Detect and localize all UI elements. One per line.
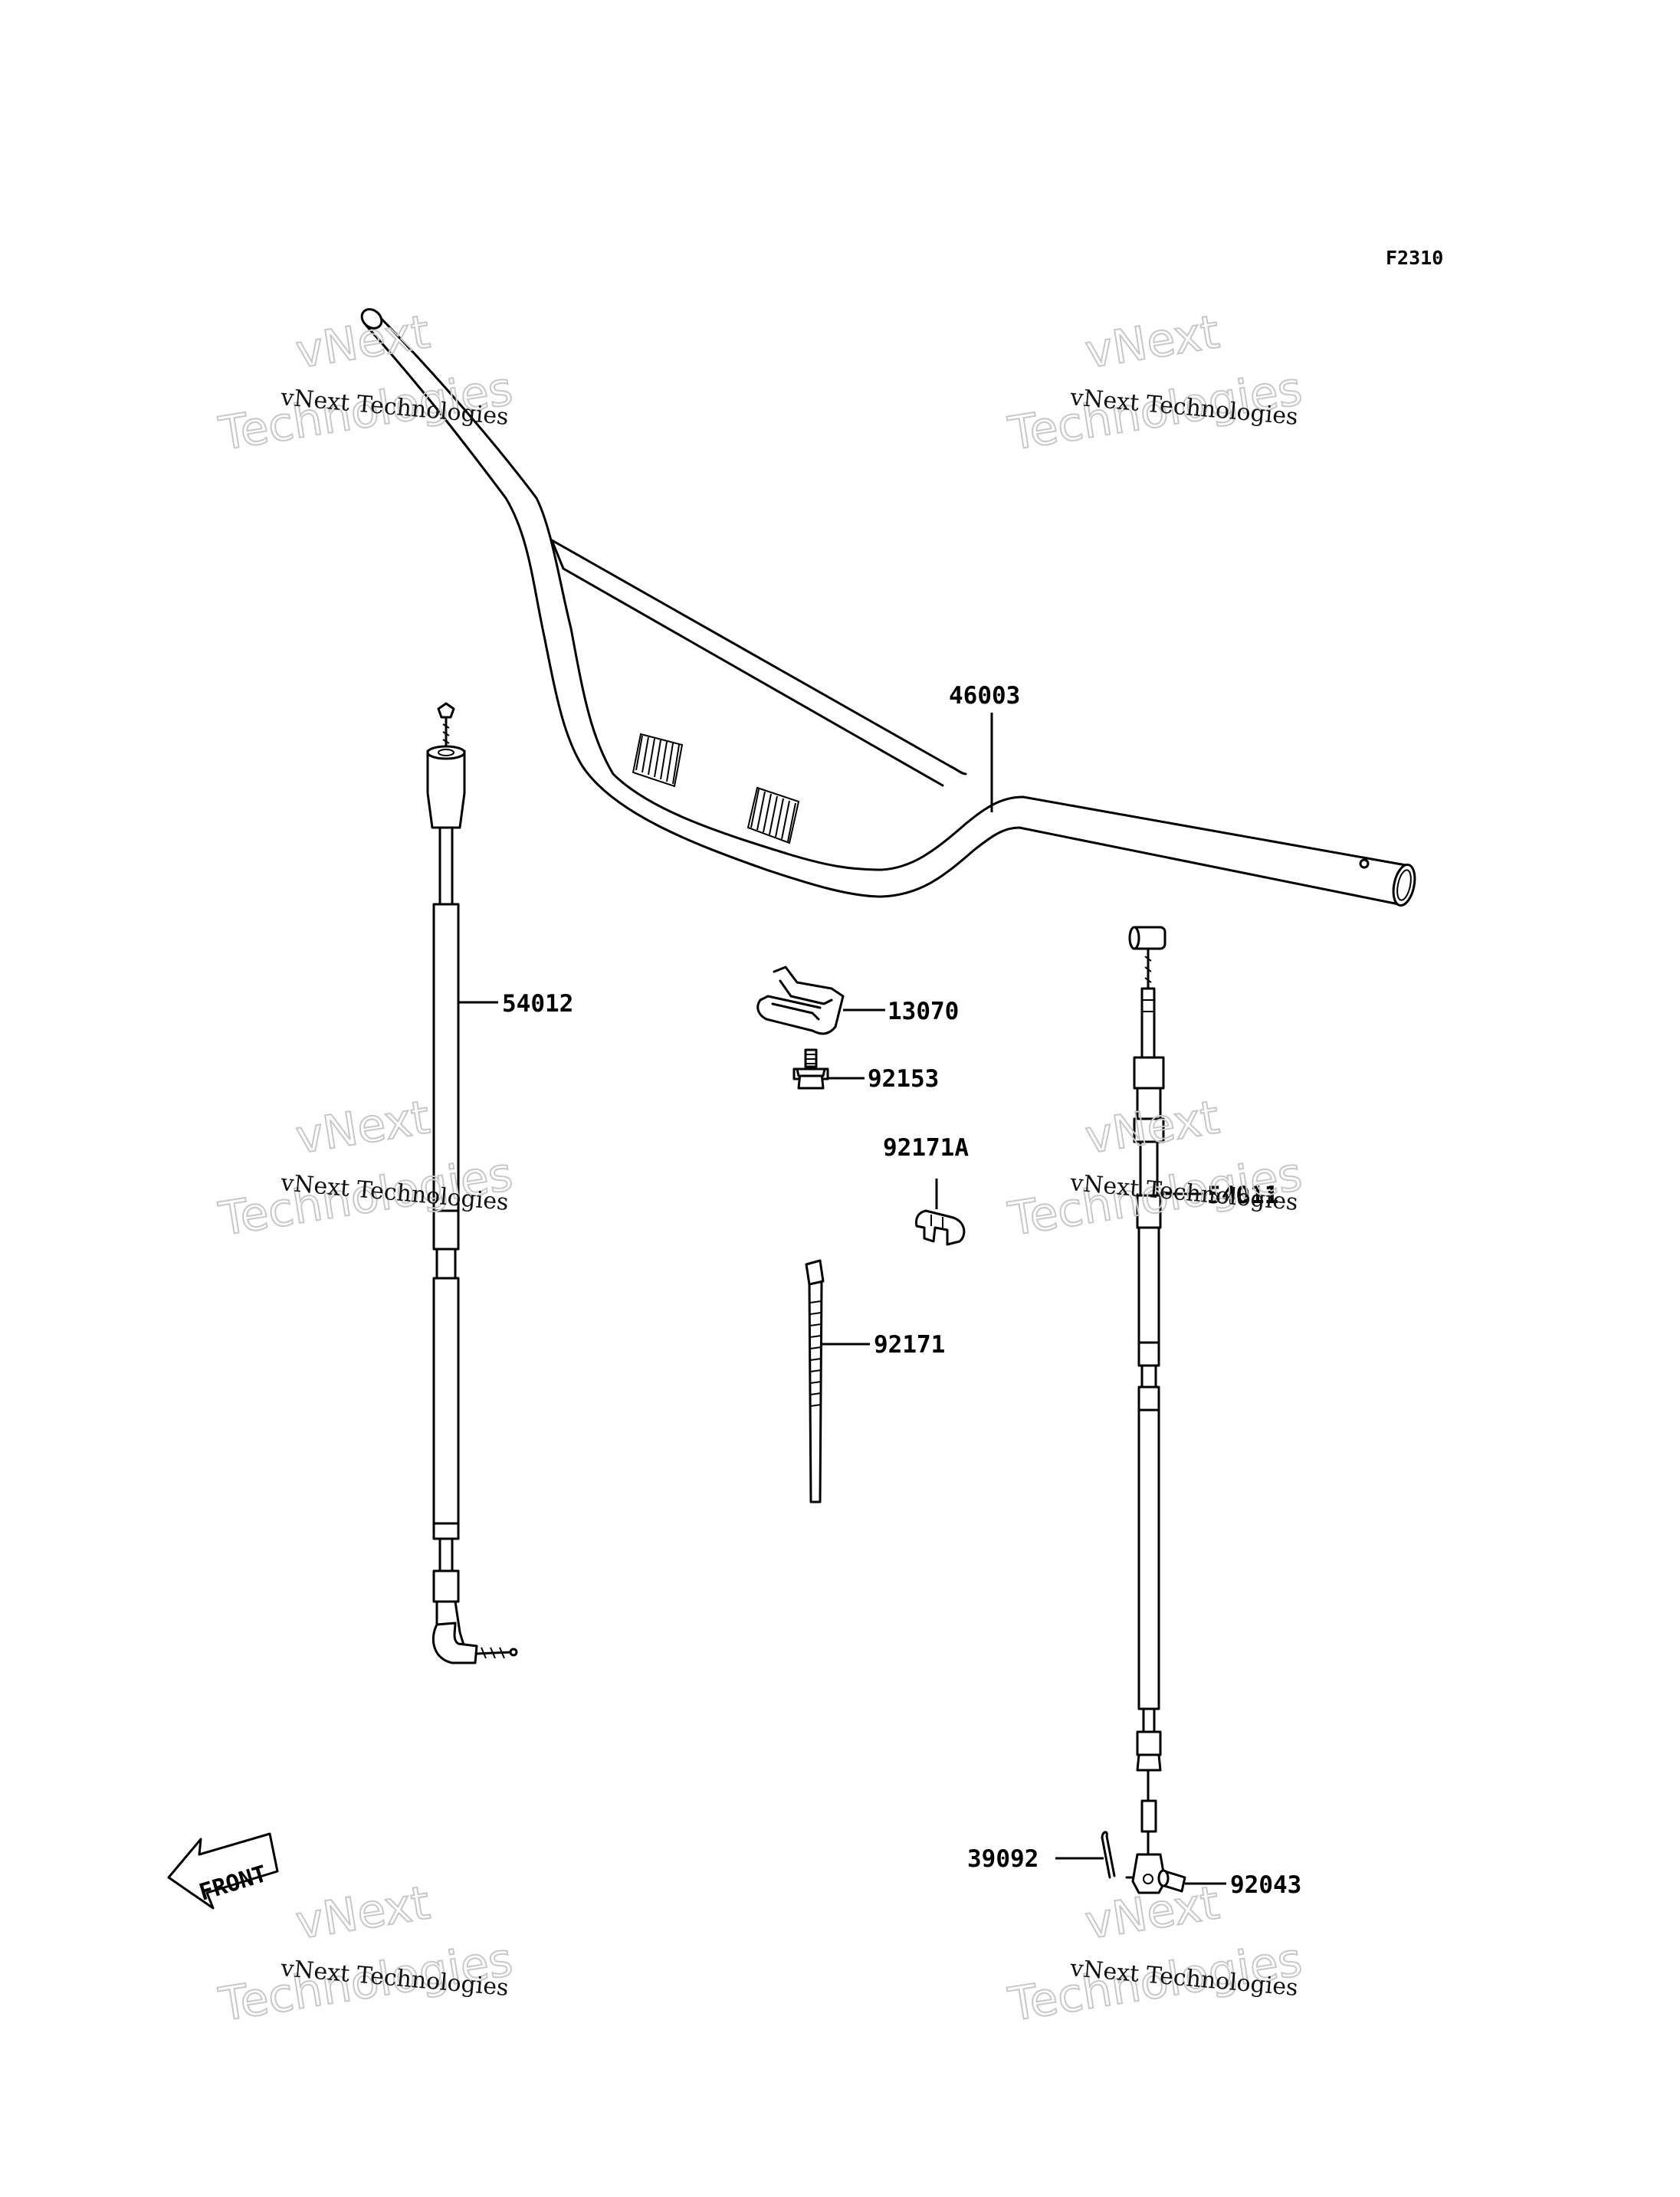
watermark-top-left: vNext Technologies vNext Technologies [215, 304, 517, 462]
holder-part-number: 13070 [888, 998, 959, 1025]
diagram-code: F2310 [1386, 247, 1443, 269]
band-part [805, 1259, 825, 1503]
front-arrow-marker: FRONT [167, 1832, 279, 1910]
svg-text:vNext: vNext [292, 305, 433, 379]
cotter-pin-part-number: 39092 [967, 1845, 1039, 1873]
band-part-number: 92171 [874, 1331, 945, 1359]
bolt-part [792, 1048, 829, 1090]
cotter-pin-part [1101, 1831, 1116, 1879]
clamp-part [915, 1209, 966, 1246]
svg-text:vNext: vNext [292, 1090, 433, 1165]
watermark-top-right: vNext Technologies vNext Technologies [1004, 304, 1307, 462]
bolt-part-number: 92153 [868, 1065, 939, 1093]
pin-part [1157, 1869, 1186, 1893]
handlebar-part [360, 308, 1416, 907]
handlebar-part-number: 46003 [949, 682, 1020, 710]
svg-text:vNext: vNext [1081, 1876, 1222, 1950]
throttle-cable-part [1125, 926, 1166, 1894]
watermark-middle-left: vNext Technologies vNext Technologies [215, 1090, 517, 1248]
clutch-cable-part [426, 702, 518, 1664]
pin-part-number: 92043 [1230, 1871, 1301, 1899]
clutch-cable-part-number: 54012 [502, 990, 573, 1018]
svg-text:vNext: vNext [292, 1876, 433, 1950]
holder-part [756, 966, 845, 1035]
watermark-bottom-left: vNext Technologies vNext Technologies [215, 1875, 517, 2033]
svg-text:vNext: vNext [1081, 1090, 1222, 1165]
throttle-cable-part-number: 54011 [1207, 1182, 1278, 1209]
svg-text:vNext: vNext [1081, 305, 1222, 379]
clamp-part-number: 92171A [883, 1134, 969, 1162]
